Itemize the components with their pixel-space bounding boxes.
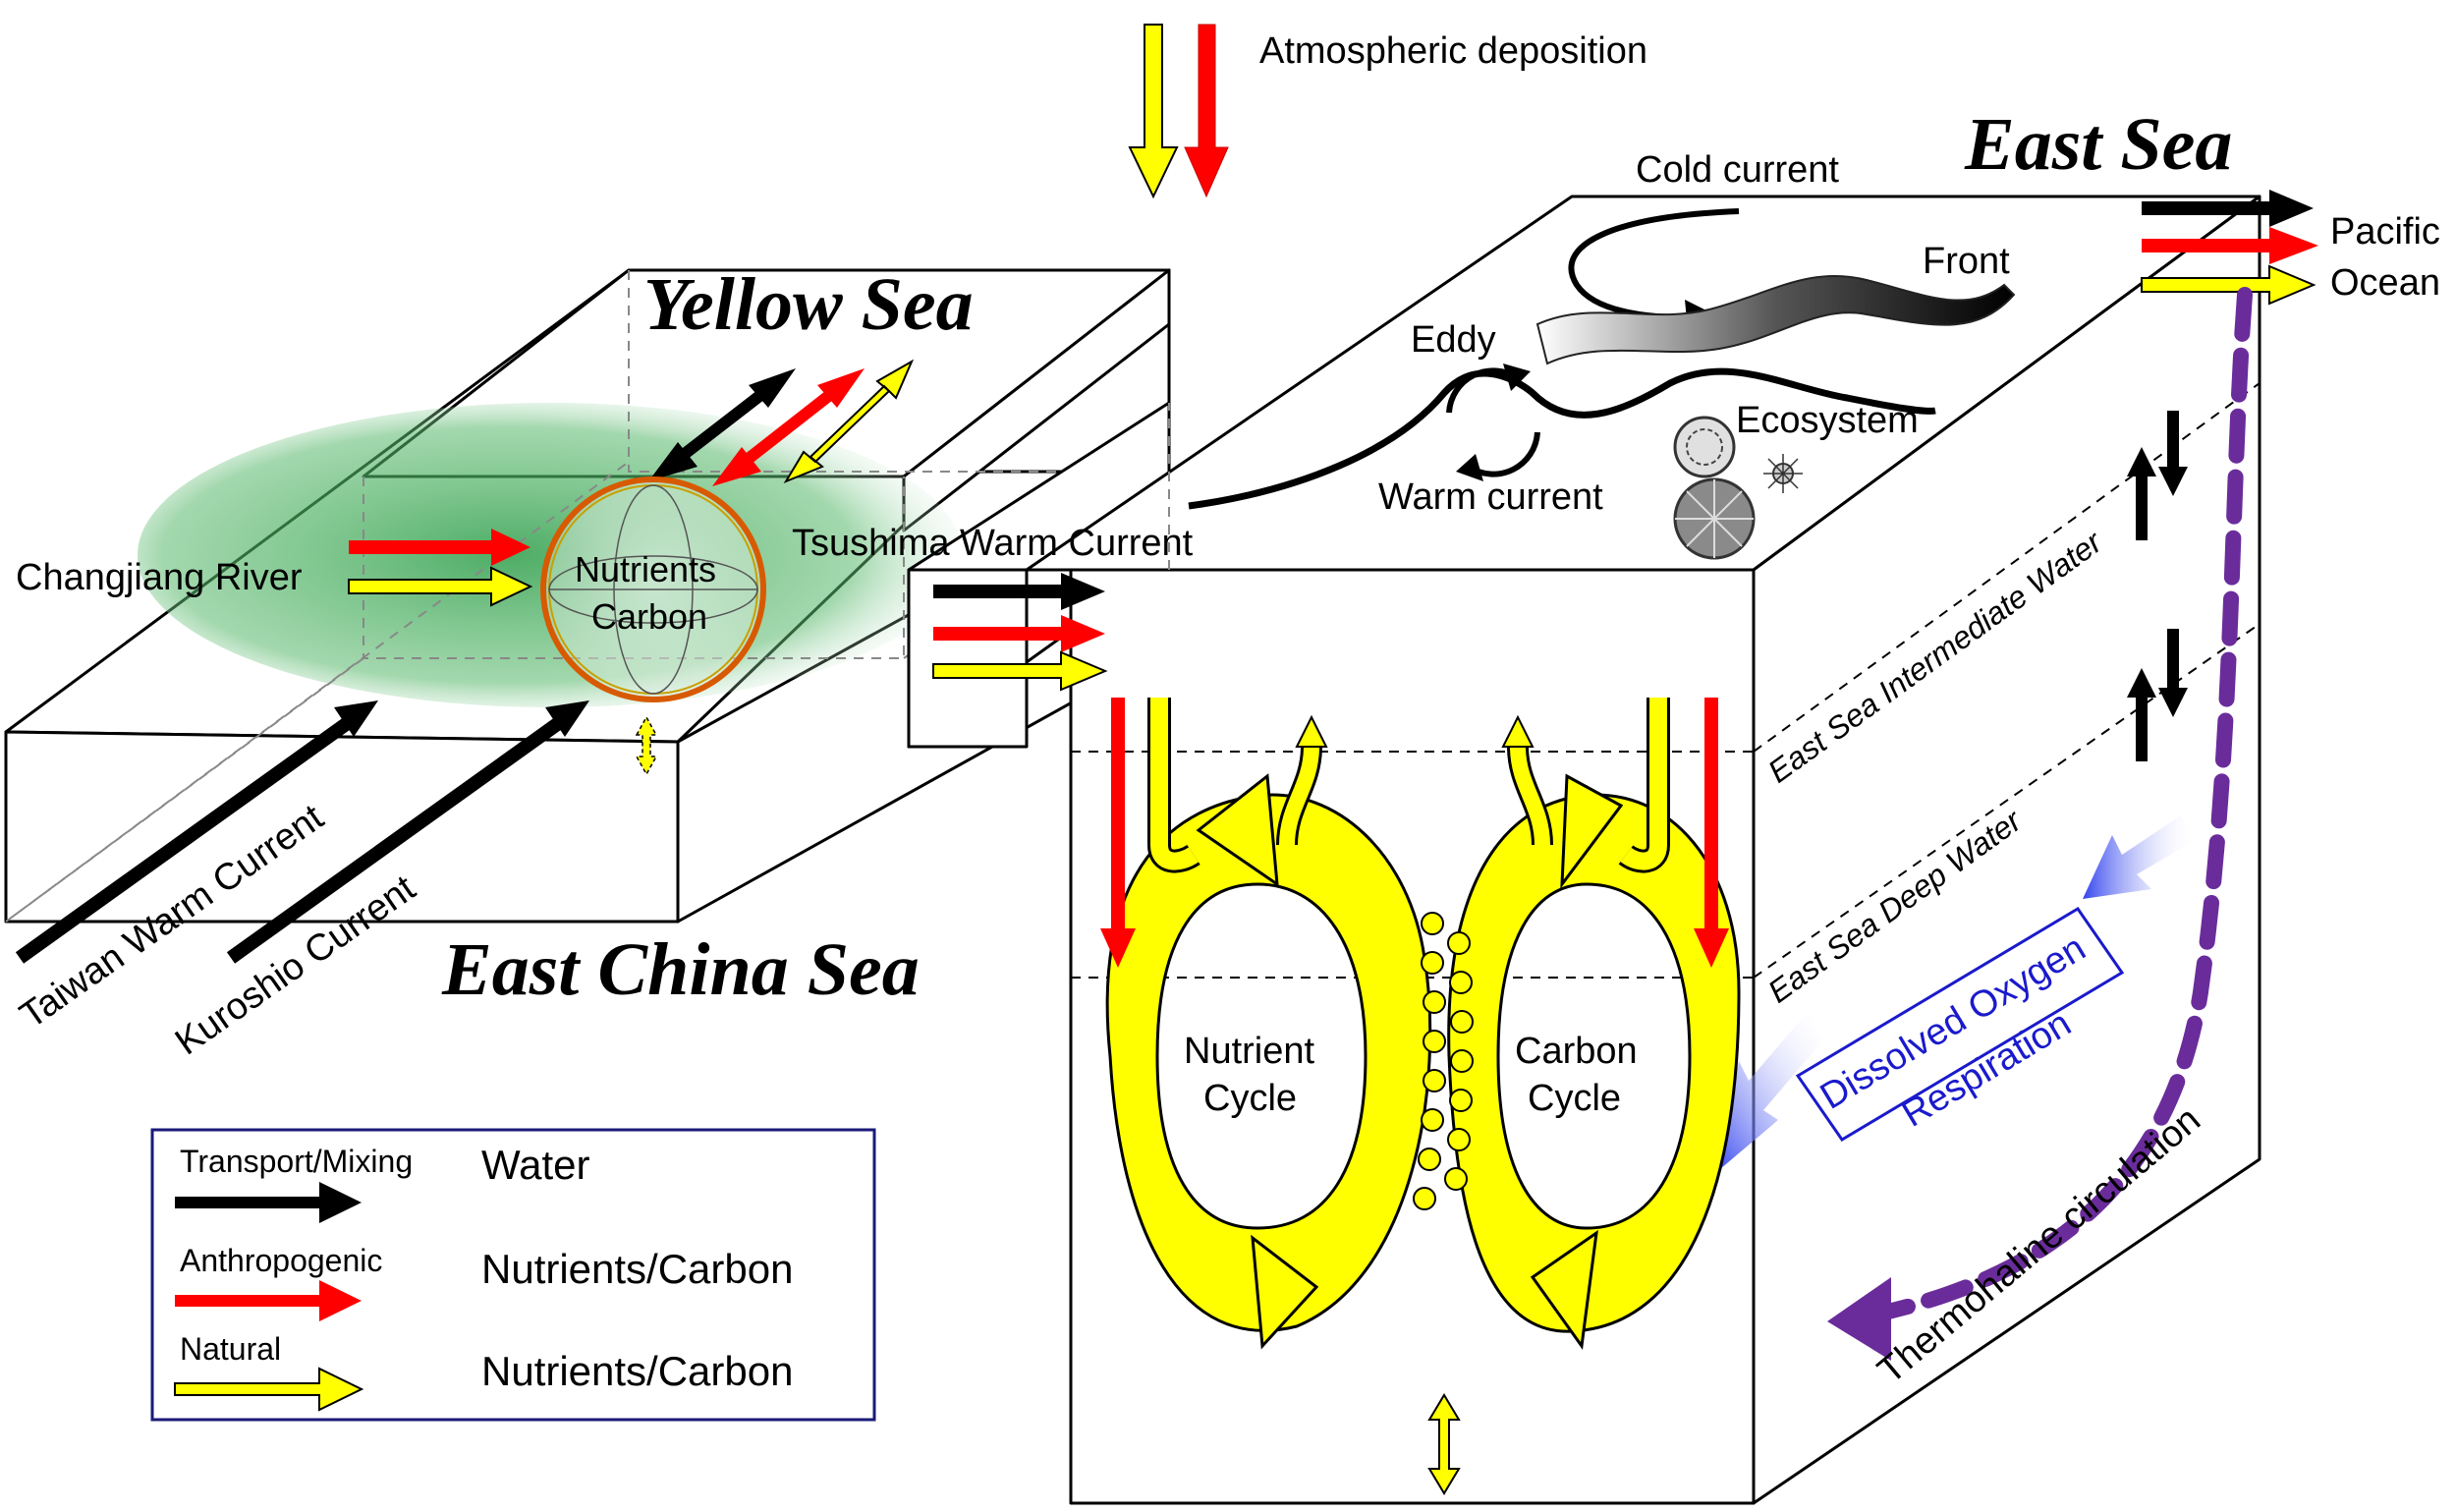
front-label: Front [1923, 241, 2010, 282]
pacific-outflow-arrows [2141, 190, 2318, 306]
ecosystem-plankton-icon [1673, 416, 1803, 560]
legend-nutrients-carbon-1: Nutrients/Carbon [481, 1246, 793, 1292]
thermohaline-arrow [1827, 287, 2253, 1361]
cold-current-label: Cold current [1636, 149, 1839, 191]
nutrient-cycle-ring [1105, 773, 1432, 1350]
east-china-sea-title: East China Sea [441, 928, 920, 1011]
ocean-label: Ocean [2330, 262, 2440, 304]
warm-current-label: Warm current [1378, 476, 1603, 518]
yellow-sea-title: Yellow Sea [643, 263, 974, 346]
vertical-exchange-arrows [2127, 411, 2188, 761]
tsushima-label: Tsushima Warm Current [792, 523, 1194, 564]
legend-anthropogenic-arrow [175, 1280, 362, 1321]
cycle-inflow-arrows [1100, 698, 1729, 968]
warm-current-wave [1188, 367, 1936, 510]
nutrient-carbon-sphere [540, 476, 766, 702]
tsushima-arrows [932, 573, 1108, 692]
eddy-label: Eddy [1411, 319, 1496, 361]
carbon-cycle-ring [1447, 773, 1741, 1350]
legend [150, 1128, 876, 1422]
east-sea-title: East Sea [1964, 103, 2232, 186]
yellow-sea-exchange-arrows [648, 359, 915, 486]
nutrient-cycle-word: Nutrient [1184, 1031, 1314, 1072]
atmospheric-arrows [1128, 24, 1229, 199]
eddy-icon [1446, 364, 1540, 481]
sphere-carbon-label: Carbon [591, 596, 707, 637]
legend-transport-arrow [175, 1182, 362, 1223]
dissolved-oxygen-box [1795, 906, 2125, 1143]
changjiang-label: Changjiang River [16, 557, 303, 598]
dissolved-oxygen-arrows [1714, 815, 2196, 1174]
sphere-nutrients-label: Nutrients [575, 549, 716, 589]
atmospheric-deposition-label: Atmospheric deposition [1259, 30, 1647, 72]
legend-nutrients-carbon-2: Nutrients/Carbon [481, 1348, 793, 1394]
changjiang-arrows [348, 529, 533, 607]
legend-natural-label: Natural [180, 1331, 281, 1367]
front-band [1535, 274, 2016, 365]
legend-water-label: Water [481, 1142, 589, 1188]
nutrient-cycle-cycle-word: Cycle [1203, 1078, 1297, 1119]
carbon-cycle-word: Carbon [1515, 1031, 1638, 1072]
bottom-exchange-arrow [1427, 1393, 1461, 1495]
shelf-vertical-exchange-arrow [635, 715, 658, 776]
legend-natural-arrow [174, 1367, 364, 1412]
legend-transport-label: Transport/Mixing [180, 1144, 413, 1179]
carbon-cycle-cycle-word: Cycle [1528, 1078, 1621, 1119]
legend-anthropogenic-label: Anthropogenic [180, 1243, 382, 1278]
cycle-coupling-teeth [1413, 912, 1474, 1210]
pacific-label: Pacific [2330, 211, 2440, 252]
ecosystem-label: Ecosystem [1736, 400, 1919, 441]
taiwan-kuroshio-arrows [15, 700, 589, 964]
